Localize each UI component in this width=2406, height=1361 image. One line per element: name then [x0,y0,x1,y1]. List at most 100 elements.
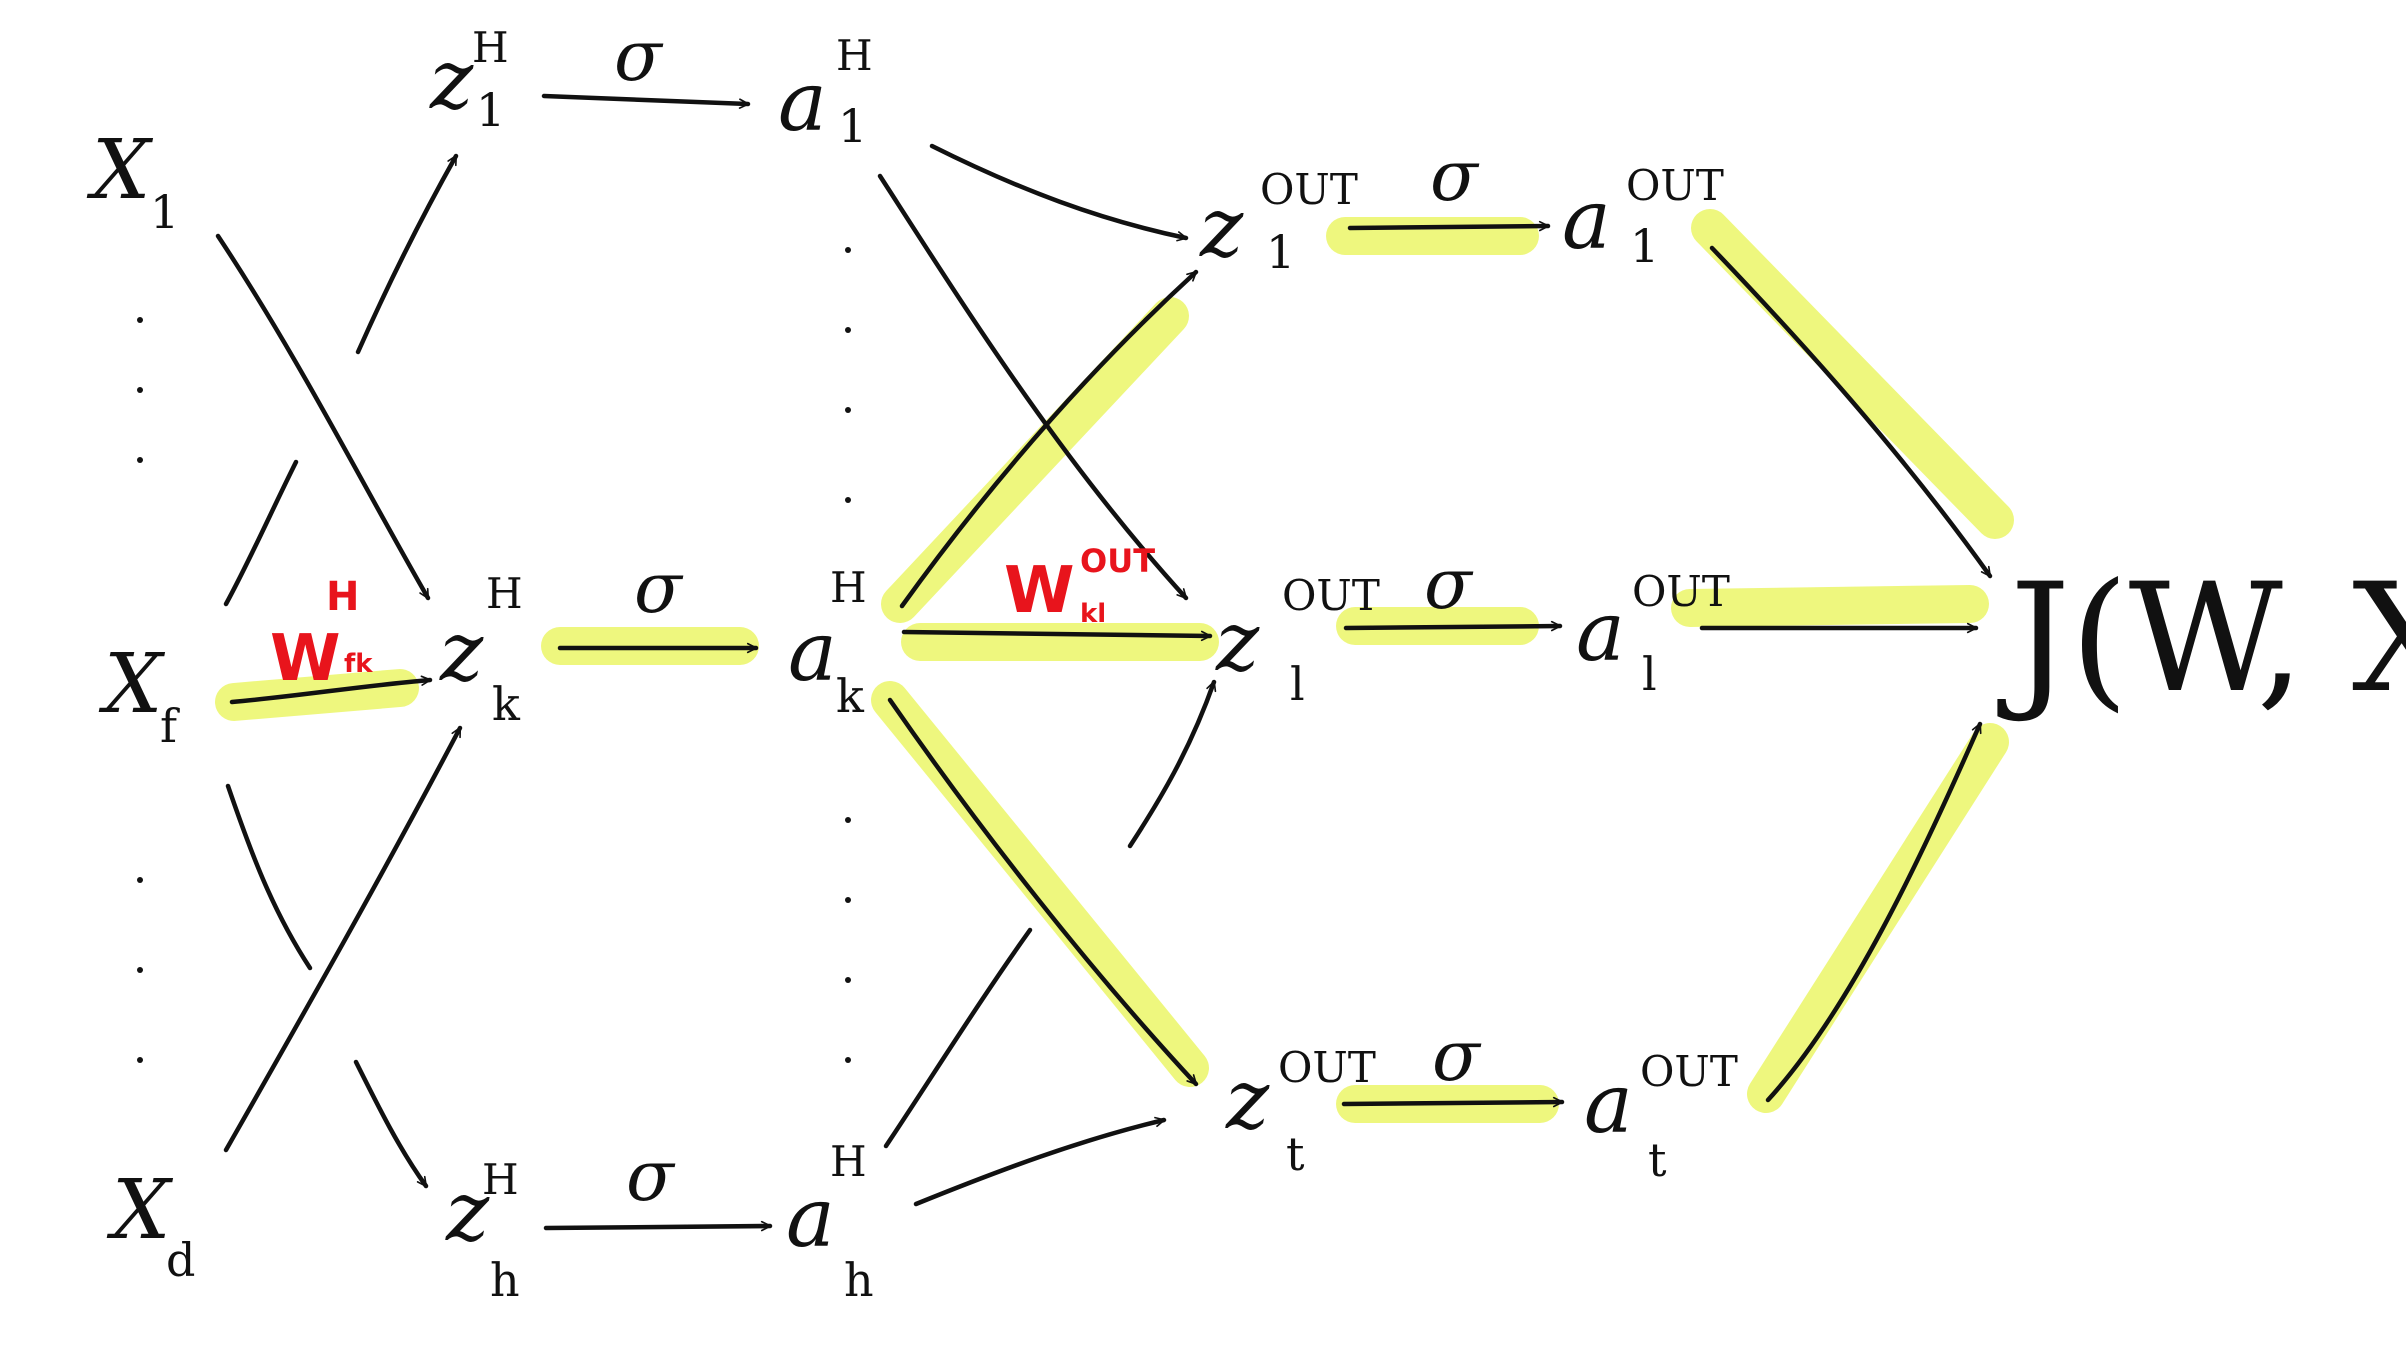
svg-text:H: H [836,31,873,80]
edge-ah-zot [913,1116,1167,1207]
node-z1-out: z OUT 1 [1199,165,1358,279]
edge-ak-zot [887,697,1199,1087]
node-x1: X 1 [86,123,179,239]
svg-text:OUT: OUT [1282,571,1380,620]
svg-text:H: H [472,23,509,72]
svg-text:OUT: OUT [1080,542,1155,580]
svg-text:k: k [836,669,865,723]
edge-ak-zol [901,629,1213,642]
svg-text:a: a [1562,173,1611,268]
svg-text:kl: kl [1080,599,1106,629]
svg-text:W: W [270,622,341,696]
svg-text:l: l [1642,647,1657,701]
node-z1-hidden: z H 1 [429,23,509,137]
edge-ak-zo1 [899,269,1199,609]
edge-aot-J [1765,721,1983,1103]
edge-z1-a1 [541,93,751,109]
svg-text:z: z [439,605,484,700]
svg-text:H: H [482,1155,519,1204]
edge-ah-mid [883,927,1033,1149]
edge-zo1-ao1 [1347,220,1551,232]
highlight-path [215,209,2014,1123]
edge-xk-zh [353,1059,429,1189]
svg-text:a: a [778,55,827,150]
node-ah-hidden: a H h [786,1137,874,1307]
svg-text:OUT: OUT [1640,1047,1738,1096]
sigma-label: σ [614,15,664,97]
svg-text:z: z [1215,595,1260,690]
svg-text:a: a [1576,585,1625,680]
svg-text:t: t [1286,1127,1305,1181]
edge-a1-zol [877,173,1189,601]
node-ak-hidden: a H k [788,563,867,723]
node-at-out: a OUT t [1584,1047,1738,1187]
edge-xf-up-stub [223,459,299,607]
cost-function: J(W, X, Y) [1997,552,2406,726]
svg-text:1: 1 [150,185,179,239]
node-zl-out: z OUT l [1215,571,1380,711]
edge-zh-ah [543,1220,773,1232]
sigma-label: σ [626,1135,676,1217]
vertical-dots-icon [845,247,851,1063]
svg-text:X: X [106,1163,174,1258]
svg-text:z: z [429,33,474,128]
sigma-label: σ [1430,135,1480,217]
svg-text:J(W, X, Y): J(W, X, Y) [1997,552,2406,726]
weight-w-kl: W OUT kl [1004,542,1155,629]
svg-text:1: 1 [476,83,505,137]
svg-text:a: a [1584,1057,1633,1152]
edge-x1-zk [215,233,431,601]
activation-labels: σ σ σ σ σ σ [614,15,1482,1217]
edge-xf-z1 [355,153,459,355]
svg-text:f: f [160,699,180,753]
svg-text:z: z [1225,1053,1270,1148]
svg-text:h: h [490,1253,520,1307]
svg-text:OUT: OUT [1260,165,1358,214]
svg-text:t: t [1648,1133,1667,1187]
svg-text:l: l [1290,657,1305,711]
svg-text:X: X [98,637,166,732]
svg-text:k: k [492,677,521,731]
svg-text:1: 1 [1630,219,1659,273]
node-zk-hidden: z H k [439,569,523,731]
svg-text:X: X [86,123,154,218]
svg-text:H: H [326,574,359,620]
sigma-label: σ [1432,1015,1482,1097]
edge-zot-aot [1341,1096,1565,1108]
svg-text:H: H [830,563,867,612]
edge-zol-aol [1343,620,1563,632]
vertical-dots-icon [137,317,143,1063]
edge-xf-zk [229,675,433,705]
svg-text:z: z [445,1165,490,1260]
svg-text:z: z [1199,181,1244,276]
svg-text:a: a [786,1171,835,1266]
svg-text:fk: fk [344,649,373,679]
svg-text:OUT: OUT [1632,567,1730,616]
edge-a1-zo1 [929,143,1189,242]
node-zh-hidden: z H h [445,1155,520,1307]
node-a1-hidden: a H 1 [778,31,873,153]
node-zt-out: z OUT t [1225,1043,1376,1181]
svg-text:H: H [830,1137,867,1186]
sigma-label: σ [1424,543,1474,625]
svg-text:d: d [166,1233,195,1287]
edges [215,93,1993,1232]
edge-xd-zk [223,725,463,1153]
edge-mid-zol [1127,679,1217,849]
node-xd: X d [106,1163,195,1287]
svg-text:1: 1 [838,99,867,153]
svg-text:OUT: OUT [1626,161,1724,210]
svg-text:1: 1 [1266,225,1295,279]
svg-text:W: W [1004,554,1075,628]
svg-text:h: h [844,1253,874,1307]
svg-text:H: H [486,569,523,618]
svg-text:a: a [788,605,837,700]
node-a1-out: a OUT 1 [1562,161,1724,273]
weight-w-fk: W H fk [270,574,373,696]
node-al-out: a OUT l [1576,567,1730,701]
node-xf: X f [98,637,180,753]
edge-xf-down-stub [225,783,313,971]
edge-ao1-J [1709,245,1993,579]
sigma-label: σ [634,547,684,629]
